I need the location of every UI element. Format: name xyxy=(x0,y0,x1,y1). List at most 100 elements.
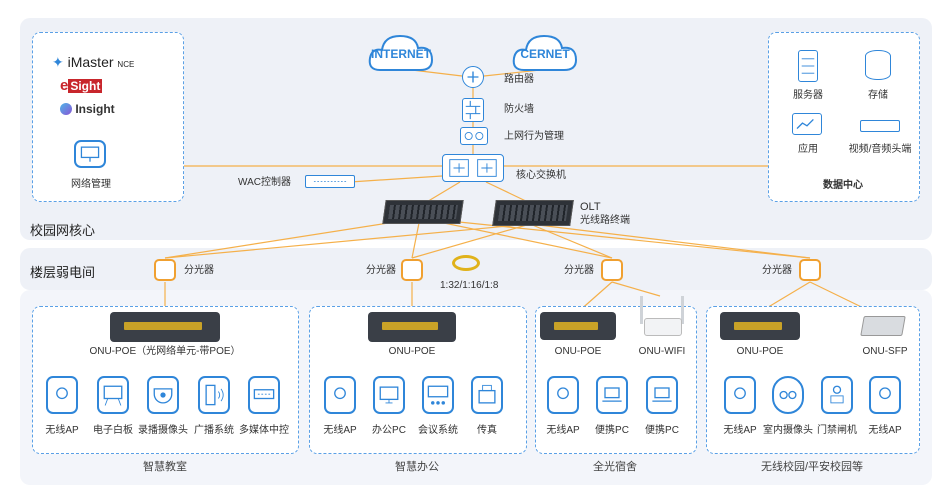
g1-device-3-label: 录播摄像头 xyxy=(138,425,188,436)
laptop-icon xyxy=(646,376,678,414)
splitter-3-label: 分光器 xyxy=(564,265,594,276)
recording-camera-icon xyxy=(147,376,179,414)
g3-device-2-label: 便携PC xyxy=(595,425,629,436)
server-icon xyxy=(798,50,818,82)
group-3-onu2-label: ONU-WIFI xyxy=(638,346,686,357)
fax-icon xyxy=(471,376,503,414)
app-icon xyxy=(792,113,822,135)
internet-label: INTERNET xyxy=(371,47,431,61)
olt-device-1 xyxy=(382,200,464,224)
app-label: 应用 xyxy=(798,144,818,155)
floor-title: 楼层弱电间 xyxy=(30,265,96,280)
behavior-mgmt-label: 上网行为管理 xyxy=(504,131,564,142)
g4-device-4-label: 无线AP xyxy=(868,425,902,436)
g2-device-2-label: 办公PC xyxy=(372,425,406,436)
g2-device-3-label: 会议系统 xyxy=(418,425,458,436)
video-icon xyxy=(860,120,900,132)
group-1-footer: 智慧教室 xyxy=(143,461,187,473)
splitter-1-label: 分光器 xyxy=(184,265,214,276)
wac-label: WAC控制器 xyxy=(238,177,291,188)
server-label: 服务器 xyxy=(793,90,823,101)
g4-device-3-label: 门禁闸机 xyxy=(817,425,857,436)
laptop-icon xyxy=(596,376,628,414)
onu-sfp-device xyxy=(860,316,906,336)
datacenter-panel xyxy=(768,32,920,202)
behavior-mgmt-icon xyxy=(460,127,488,145)
wireless-ap-icon xyxy=(324,376,356,414)
media-control-icon xyxy=(248,376,280,414)
storage-icon xyxy=(865,50,891,80)
network-mgmt-icon xyxy=(74,140,106,168)
g2-device-4-label: 传真 xyxy=(477,425,497,436)
olt-device-2 xyxy=(492,200,574,226)
insight-text: Insight xyxy=(75,102,115,116)
cernet-label: CERNET xyxy=(520,47,570,61)
splitter-2-label: 分光器 xyxy=(366,265,396,276)
management-panel xyxy=(32,32,184,202)
cernet-cloud-icon xyxy=(512,34,578,71)
wireless-ap-icon xyxy=(869,376,901,414)
router-icon xyxy=(462,66,484,88)
wac-controller-icon xyxy=(305,175,355,188)
imaster-text: iMaster xyxy=(67,54,114,70)
group-2-onu-label: ONU-POE xyxy=(388,346,436,357)
insight-logo: Insight xyxy=(60,102,115,116)
onu-wifi-device xyxy=(640,296,684,336)
core-switch-icon xyxy=(442,154,504,182)
esight-e: e xyxy=(60,77,69,94)
group-4-onu-label: ONU-POE xyxy=(736,346,784,357)
olt-sublabel: 光线路终端 xyxy=(580,215,630,226)
onu-poe-3-device xyxy=(540,312,616,340)
onu-poe-4-device xyxy=(720,312,800,340)
g1-device-5-label: 多媒体中控 xyxy=(239,425,289,436)
imaster-logo: ✦ iMaster NCE xyxy=(52,54,134,71)
splitter-4-label: 分光器 xyxy=(762,265,792,276)
g4-device-1-label: 无线AP xyxy=(723,425,757,436)
group-3-onu-label: ONU-POE xyxy=(554,346,602,357)
imaster-suffix: NCE xyxy=(117,60,135,69)
g4-device-2-label: 室内摄像头 xyxy=(763,425,813,436)
g1-device-2-label: 电子白板 xyxy=(93,425,133,436)
video-label: 视频/音频头端 xyxy=(848,144,912,155)
storage-label: 存储 xyxy=(868,90,888,101)
splitter-1-icon xyxy=(154,259,176,281)
fiber-coil-icon xyxy=(452,255,480,271)
access-gate-icon xyxy=(821,376,853,414)
insight-icon xyxy=(60,103,72,115)
group-4-footer: 无线校园/平安校园等 xyxy=(760,461,864,473)
indoor-camera-icon xyxy=(772,376,804,414)
campus-core-title: 校园网核心 xyxy=(30,223,96,238)
group-4-onu2-label: ONU-SFP xyxy=(862,346,908,357)
wireless-ap-icon xyxy=(547,376,579,414)
splitter-2-icon xyxy=(401,259,423,281)
g1-device-4-label: 广播系统 xyxy=(194,425,234,436)
group-1-onu-label: ONU-POE（光网络单元-带POE） xyxy=(89,346,241,357)
whiteboard-icon xyxy=(97,376,129,414)
g2-device-1-label: 无线AP xyxy=(323,425,357,436)
onu-poe-2-device xyxy=(368,312,456,342)
olt-label: OLT xyxy=(580,201,601,213)
group-3-footer: 全光宿舍 xyxy=(593,461,637,473)
group-2-footer: 智慧办公 xyxy=(395,461,439,473)
esight-text: Sight xyxy=(68,79,103,93)
firewall-label: 防火墙 xyxy=(504,104,534,115)
wireless-ap-icon xyxy=(724,376,756,414)
g1-device-1-label: 无线AP xyxy=(45,425,79,436)
network-mgmt-label: 网络管理 xyxy=(71,179,111,190)
splitter-3-icon xyxy=(601,259,623,281)
g3-device-3-label: 便携PC xyxy=(645,425,679,436)
conference-icon xyxy=(422,376,454,414)
broadcast-icon xyxy=(198,376,230,414)
wireless-ap-icon xyxy=(46,376,78,414)
router-label: 路由器 xyxy=(504,74,534,85)
datacenter-title: 数据中心 xyxy=(823,180,863,191)
office-pc-icon xyxy=(373,376,405,414)
imaster-icon: ✦ xyxy=(52,54,64,70)
core-switch-label: 核心交换机 xyxy=(516,170,566,181)
onu-poe-1-device xyxy=(110,312,220,342)
internet-cloud-icon xyxy=(368,34,434,71)
firewall-icon xyxy=(462,98,484,122)
split-ratio-label: 1:32/1:16/1:8 xyxy=(440,280,499,291)
